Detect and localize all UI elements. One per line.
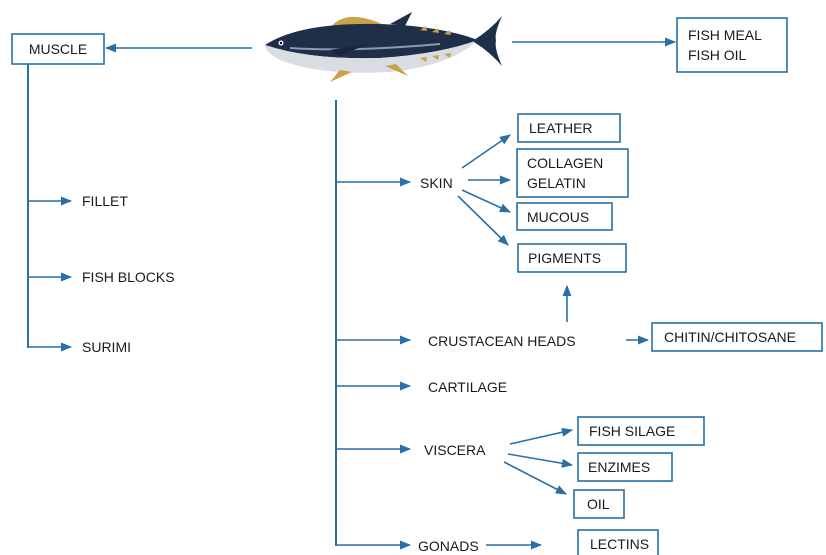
viscera-to-oil-arrow [504,462,566,494]
fish-meal-oil-box: FISH MEAL FISH OIL [677,18,787,72]
muscle-label: MUSCLE [29,41,87,57]
chitin-label: CHITIN/CHITOSANE [664,329,796,345]
cartilage-label: CARTILAGE [428,379,507,395]
collagen-label: COLLAGEN [527,155,603,171]
fillet-label: FILLET [82,193,128,209]
chitin-box: CHITIN/CHITOSANE [652,323,822,351]
fish-oil-label: FISH OIL [688,47,747,63]
tuna-fish-image [265,12,502,82]
oil-box: OIL [574,490,624,518]
gonads-label: GONADS [418,538,479,554]
leather-label: LEATHER [529,120,593,136]
viscera-label: VISCERA [424,442,486,458]
fish-blocks-label: FISH BLOCKS [82,269,175,285]
muscle-box: MUSCLE [12,34,104,64]
fish-silage-label: FISH SILAGE [589,423,675,439]
pigments-box: PIGMENTS [518,244,626,272]
enzimes-label: ENZIMES [588,459,650,475]
mucous-box: MUCOUS [517,203,612,230]
leather-box: LEATHER [518,114,620,142]
fish-silage-box: FISH SILAGE [578,417,704,445]
skin-label: SKIN [420,175,453,191]
skin-to-mucous-arrow [462,190,510,212]
oil-label: OIL [587,496,610,512]
collagen-gelatin-box: COLLAGEN GELATIN [517,149,628,197]
fish-meal-label: FISH MEAL [688,27,762,43]
lectins-label: LECTINS [590,536,649,552]
pigments-label: PIGMENTS [528,250,601,266]
mucous-label: MUCOUS [527,209,589,225]
surimi-label: SURIMI [82,339,131,355]
viscera-to-silage-arrow [510,430,572,444]
skin-to-leather-arrow [462,135,510,168]
crustacean-heads-label: CRUSTACEAN HEADS [428,333,576,349]
skin-to-pigments-arrow [458,196,508,245]
lectins-box: LECTINS [578,530,658,555]
viscera-to-enzimes-arrow [508,454,572,465]
gelatin-label: GELATIN [527,175,586,191]
enzimes-box: ENZIMES [578,453,672,481]
